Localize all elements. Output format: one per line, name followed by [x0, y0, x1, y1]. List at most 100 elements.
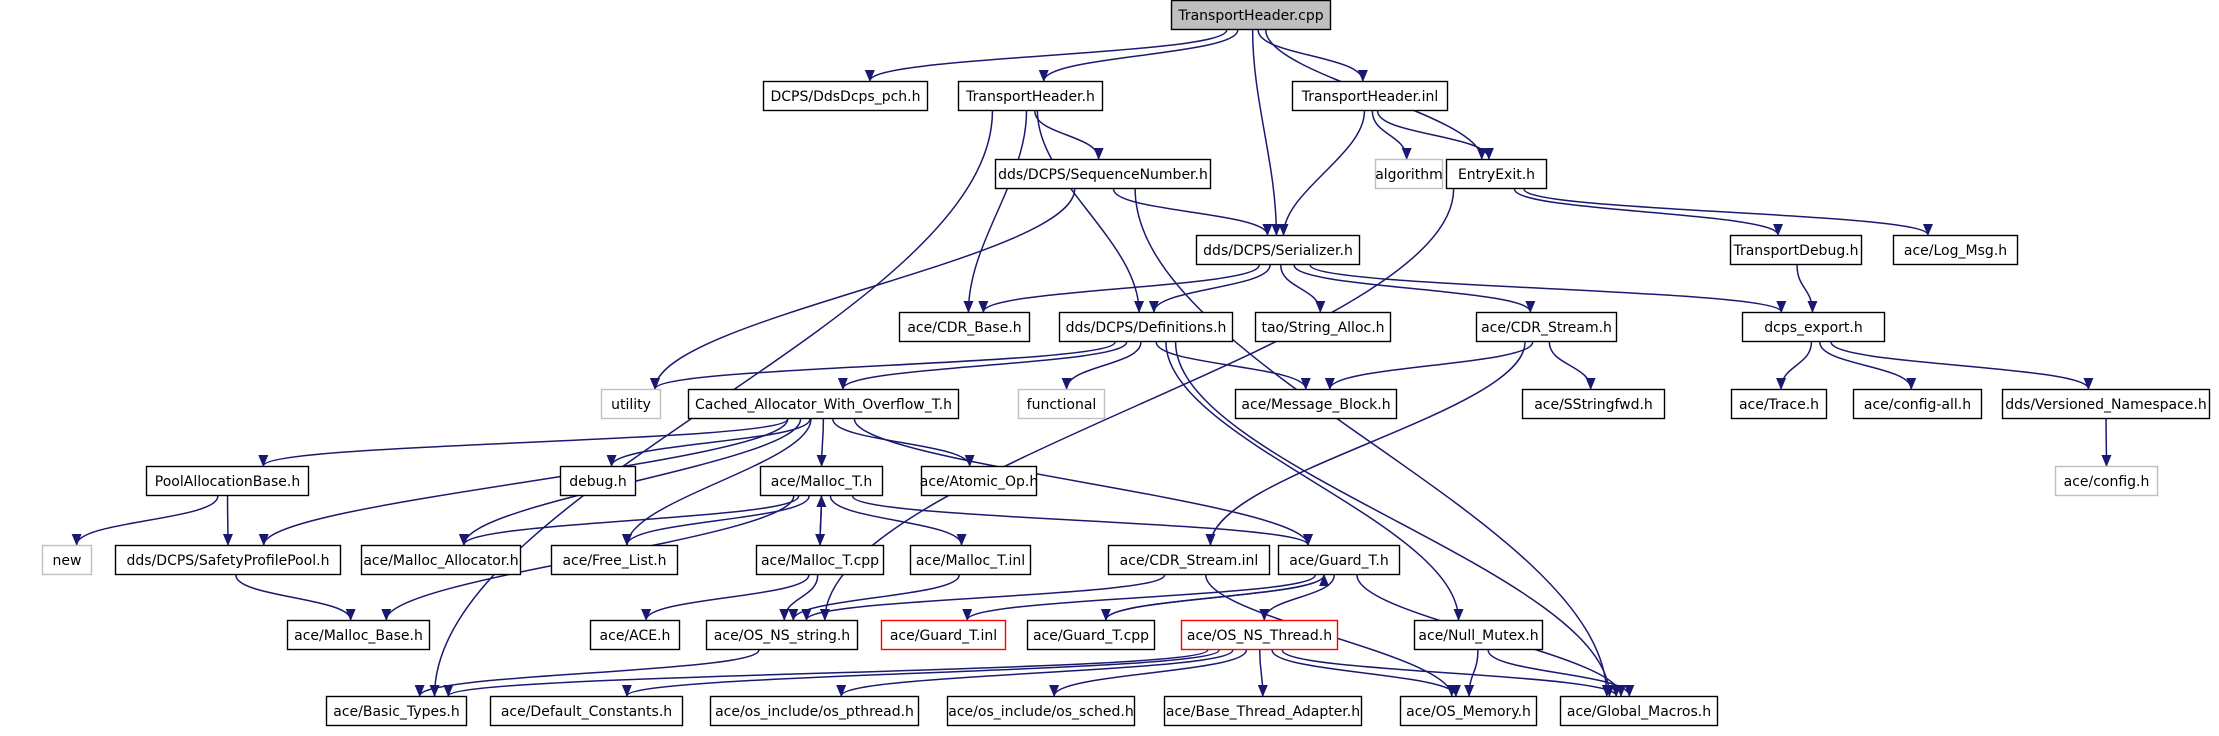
node-dds-dcps-definitions-h[interactable]: dds/DCPS/Definitions.h: [1058, 311, 1234, 343]
edge-poolallocationbase-h-to-new: [71, 495, 219, 546]
node-transportheader-h[interactable]: TransportHeader.h: [957, 80, 1104, 112]
node-label: ace/OS_NS_Thread.h: [1187, 628, 1332, 644]
node-box: [759, 465, 884, 497]
node-box: [114, 544, 342, 576]
node-box: [1729, 234, 1863, 266]
node-label: tao/String_Alloc.h: [1261, 320, 1384, 336]
node-ace-basic-types-h[interactable]: ace/Basic_Types.h: [325, 695, 468, 727]
node-ace-cdr-base-h[interactable]: ace/CDR_Base.h: [898, 311, 1031, 343]
node-label: TransportHeader.cpp: [1177, 8, 1323, 24]
node-ace-malloc-t-inl[interactable]: ace/Malloc_T.inl: [909, 544, 1032, 576]
node-label: ace/CDR_Base.h: [907, 320, 1021, 336]
edge-dds-dcps-definitions-h-to-ace-null-mutex-h: [1165, 341, 1464, 621]
node-ace-os-ns-thread-h[interactable]: ace/OS_NS_Thread.h: [1180, 619, 1339, 651]
node-ace-atomic-op-h[interactable]: ace/Atomic_Op.h: [920, 465, 1038, 497]
node-tao-string-alloc-h[interactable]: tao/String_Alloc.h: [1254, 311, 1392, 343]
node-box: [1741, 311, 1886, 343]
edge-dds-dcps-definitions-h-to-ace-global-macros-h: [1174, 341, 1615, 697]
node-box: [1017, 388, 1106, 420]
node-cached-allocator-with-overflow-t-h[interactable]: Cached_Allocator_With_Overflow_T.h: [687, 388, 960, 420]
node-ace-os-include-os-sched-h[interactable]: ace/os_include/os_sched.h: [946, 695, 1136, 727]
node-ace-message-block-h[interactable]: ace/Message_Block.h: [1234, 388, 1398, 420]
node-dds-versioned-namespace-h[interactable]: dds/Versioned_Namespace.h: [2001, 388, 2211, 420]
node-dds-dcps-sequencenumber-h[interactable]: dds/DCPS/SequenceNumber.h: [994, 158, 1212, 190]
node-label: ace/Atomic_Op.h: [920, 474, 1038, 490]
node-label: TransportHeader.h: [965, 89, 1095, 105]
node-label: ace/os_include/os_sched.h: [948, 704, 1133, 720]
node-ace-guard-t-inl[interactable]: ace/Guard_T.inl: [880, 619, 1007, 651]
node-ace-os-ns-string-h[interactable]: ace/OS_NS_string.h: [705, 619, 859, 651]
node-transportheader-inl[interactable]: TransportHeader.inl: [1291, 80, 1449, 112]
node-label: dds/DCPS/SequenceNumber.h: [998, 167, 1208, 183]
node-box: [1107, 544, 1271, 576]
node-label: ace/OS_NS_string.h: [714, 628, 850, 644]
node-box: [687, 388, 960, 420]
node-ace-malloc-base-h[interactable]: ace/Malloc_Base.h: [286, 619, 431, 651]
edge-transportheader-inl-to-algorithm: [1371, 110, 1412, 160]
node-dds-dcps-serializer-h[interactable]: dds/DCPS/Serializer.h: [1195, 234, 1361, 266]
edge-ace-guard-t-h-to-ace-guard-t-inl: [962, 574, 1317, 621]
edge-ace-cdr-stream-inl-to-ace-os-ns-string-h: [801, 574, 1166, 621]
node-ace-ace-h[interactable]: ace/ACE.h: [589, 619, 681, 651]
edge-transportheader-inl-to-entryexit-h: [1376, 110, 1494, 160]
node-label: dds/DCPS/SafetyProfilePool.h: [127, 553, 330, 569]
node-box: [1399, 695, 1538, 727]
node-transportdebug-h[interactable]: TransportDebug.h: [1729, 234, 1863, 266]
edge-ace-cdr-stream-h-to-ace-sstringfwd-h: [1548, 341, 1596, 390]
node-label: ace/CDR_Stream.inl: [1120, 553, 1259, 569]
node-debug-h[interactable]: debug.h: [559, 465, 637, 497]
edge-cached-allocator-with-overflow-t-h-to-ace-free-list-h: [622, 418, 812, 546]
node-ace-malloc-t-h[interactable]: ace/Malloc_T.h: [759, 465, 884, 497]
node-label: ace/Default_Constants.h: [501, 704, 672, 720]
node-box: [994, 158, 1212, 190]
node-ace-malloc-allocator-h[interactable]: ace/Malloc_Allocator.h: [360, 544, 522, 576]
node-ace-guard-t-cpp[interactable]: ace/Guard_T.cpp: [1026, 619, 1156, 651]
node-box: [1291, 80, 1449, 112]
node-dcps-export-h[interactable]: dcps_export.h: [1741, 311, 1886, 343]
node-ace-cdr-stream-h[interactable]: ace/CDR_Stream.h: [1475, 311, 1618, 343]
node-label: ace/config.h: [2064, 474, 2150, 490]
node-box: [957, 80, 1104, 112]
node-transportheader-cpp[interactable]: TransportHeader.cpp: [1170, 0, 1332, 31]
node-ace-cdr-stream-inl[interactable]: ace/CDR_Stream.inl: [1107, 544, 1271, 576]
node-ace-os-include-os-pthread-h[interactable]: ace/os_include/os_pthread.h: [709, 695, 920, 727]
edge-entryexit-h-to-ace-log-msg-h: [1523, 188, 1933, 236]
edge-ace-cdr-stream-h-to-ace-cdr-stream-inl: [1205, 341, 1526, 546]
node-box: [1254, 311, 1392, 343]
edge-ace-null-mutex-h-to-ace-os-memory-h: [1464, 649, 1479, 697]
node-ace-null-mutex-h[interactable]: ace/Null_Mutex.h: [1413, 619, 1544, 651]
edge-transportheader-h-to-ace-cdr-base-h: [963, 110, 1028, 313]
node-ace-config-all-h[interactable]: ace/config-all.h: [1852, 388, 1983, 420]
node-ace-log-msg-h[interactable]: ace/Log_Msg.h: [1892, 234, 2019, 266]
edge-dds-dcps-serializer-h-to-ace-cdr-base-h: [978, 264, 1260, 313]
edge-transportheader-cpp-to-dcps-ddsdcps-pch-h: [864, 29, 1228, 82]
edge-ace-os-ns-thread-h-to-ace-default-constants-h: [622, 649, 1220, 697]
node-label: ace/Global_Macros.h: [1567, 704, 1711, 720]
node-box: [909, 544, 1032, 576]
node-label: ace/Message_Block.h: [1241, 397, 1390, 413]
node-ace-default-constants-h[interactable]: ace/Default_Constants.h: [489, 695, 684, 727]
node-entryexit-h[interactable]: EntryExit.h: [1445, 158, 1548, 190]
node-box: [1445, 158, 1548, 190]
node-ace-guard-t-h[interactable]: ace/Guard_T.h: [1277, 544, 1401, 576]
edge-ace-malloc-t-h-to-ace-malloc-t-inl: [829, 495, 967, 546]
edge-ace-malloc-t-h-to-ace-guard-t-h: [851, 495, 1313, 546]
node-label: ace/Guard_T.inl: [890, 628, 997, 644]
node-ace-global-macros-h[interactable]: ace/Global_Macros.h: [1559, 695, 1719, 727]
node-ace-os-memory-h[interactable]: ace/OS_Memory.h: [1399, 695, 1538, 727]
node-ace-sstringfwd-h[interactable]: ace/SStringfwd.h: [1521, 388, 1666, 420]
node-dcps-ddsdcps-pch-h[interactable]: DCPS/DdsDcps_pch.h: [762, 80, 929, 112]
edge-dds-dcps-serializer-h-to-dds-dcps-definitions-h: [1148, 264, 1271, 313]
edge-dcps-export-h-to-ace-trace-h: [1776, 341, 1813, 390]
node-ace-malloc-t-cpp[interactable]: ace/Malloc_T.cpp: [755, 544, 885, 576]
edge-transportheader-cpp-to-transportheader-inl: [1257, 29, 1368, 82]
node-label: dds/DCPS/Serializer.h: [1203, 243, 1353, 259]
node-dds-dcps-safetyprofilepool-h[interactable]: dds/DCPS/SafetyProfilePool.h: [114, 544, 342, 576]
node-ace-free-list-h[interactable]: ace/Free_List.h: [550, 544, 679, 576]
node-ace-base-thread-adapter-h[interactable]: ace/Base_Thread_Adapter.h: [1163, 695, 1363, 727]
node-label: new: [53, 553, 82, 569]
node-ace-trace-h[interactable]: ace/Trace.h: [1730, 388, 1828, 420]
edge-ace-malloc-t-inl-to-ace-os-ns-string-h: [788, 574, 960, 621]
node-poolallocationbase-h[interactable]: PoolAllocationBase.h: [145, 465, 310, 497]
